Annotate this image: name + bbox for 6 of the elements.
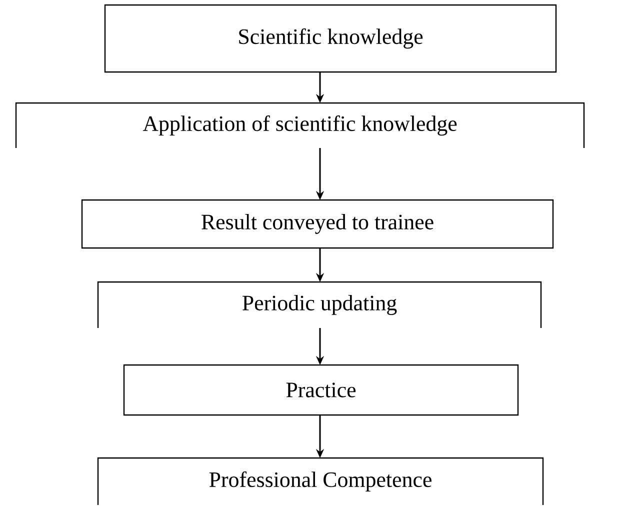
- process-box: Practice: [123, 364, 519, 416]
- process-box: Professional Competence: [97, 457, 544, 505]
- process-box: Scientific knowledge: [104, 4, 557, 73]
- process-box: Periodic updating: [97, 281, 542, 328]
- process-box: Result conveyed to trainee: [81, 199, 554, 249]
- process-box: Application of scientific knowledge: [15, 102, 585, 148]
